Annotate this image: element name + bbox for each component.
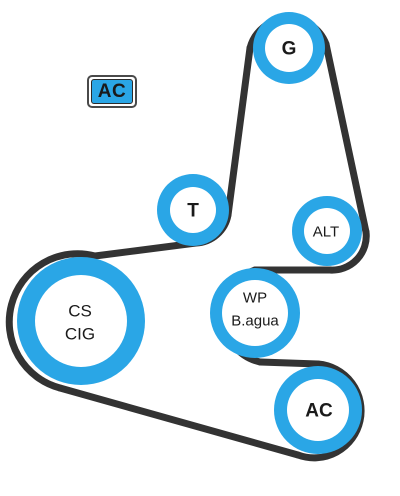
pulley-g-label: G — [282, 39, 297, 60]
pulley-t-label: T — [187, 201, 199, 222]
pulley-cs: CS CIG — [17, 257, 145, 385]
pulley-g: G — [253, 12, 325, 84]
pulley-cs-label-line2: CIG — [65, 325, 95, 344]
pulley-wp: WP B.agua — [210, 268, 300, 358]
ac-badge: AC — [87, 75, 137, 108]
pulley-alt: ALT — [292, 196, 362, 266]
pulley-alt-label: ALT — [313, 224, 339, 241]
pulley-t: T — [157, 174, 229, 246]
pulley-wp-label-line1: WP — [243, 290, 267, 307]
pulley-ac-label: AC — [305, 401, 333, 422]
ac-badge-label: AC — [91, 79, 133, 104]
pulley-cs-label-line1: CS — [68, 302, 92, 321]
pulley-wp-label-line2: B.agua — [231, 313, 279, 330]
pulley-ac: AC — [274, 366, 362, 454]
